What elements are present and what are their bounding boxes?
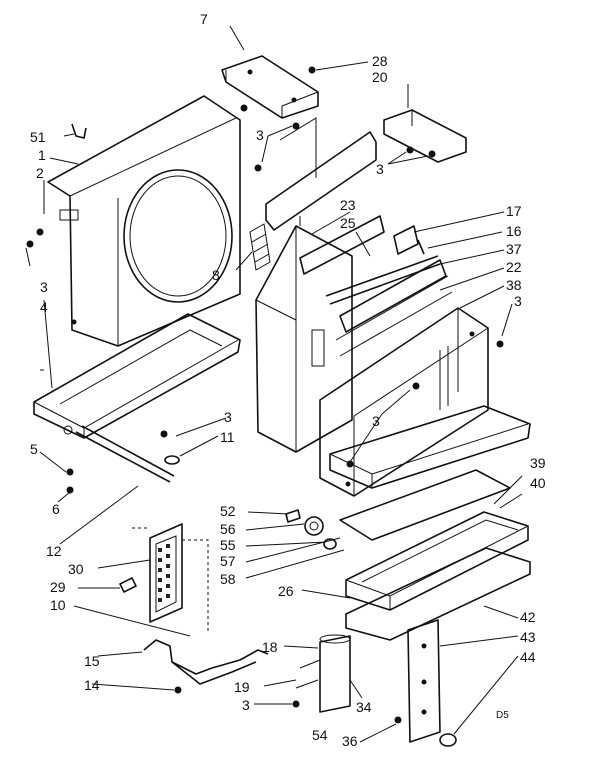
label-16: 16 xyxy=(506,223,522,239)
tray-part xyxy=(345,511,529,611)
label-39: 39 xyxy=(530,455,546,471)
label-19: 19 xyxy=(234,679,250,695)
label-36: 36 xyxy=(342,733,358,749)
label-20: 20 xyxy=(372,69,388,85)
label-10: 10 xyxy=(50,597,66,613)
cabinet-frame-part xyxy=(319,307,489,497)
label-11: 11 xyxy=(220,429,235,445)
label-25: 25 xyxy=(340,215,356,231)
clip-part xyxy=(71,123,87,139)
rod-part xyxy=(325,255,441,305)
label-37: 37 xyxy=(506,241,522,257)
label-30: 30 xyxy=(68,561,84,577)
label-29: 29 xyxy=(50,579,66,595)
label-40: 40 xyxy=(530,475,546,491)
label-14: 14 xyxy=(84,677,100,693)
label-42: 42 xyxy=(520,609,536,625)
label-12: 12 xyxy=(46,543,62,559)
cover-plate-part xyxy=(339,469,511,541)
label-6: 6 xyxy=(52,501,60,517)
label-34: 34 xyxy=(356,699,372,715)
partition-part xyxy=(255,215,453,453)
capacitor-part xyxy=(295,634,351,713)
label-43: 43 xyxy=(520,629,536,645)
label-54: 54 xyxy=(312,727,328,743)
drain-tube-part xyxy=(75,425,175,483)
wire-harness-part xyxy=(143,639,269,685)
label-28: 28 xyxy=(372,53,388,69)
label-3-bracket: 3 xyxy=(376,161,384,177)
screws xyxy=(26,66,504,724)
label-1: 1 xyxy=(38,147,46,163)
label-3-right: 3 xyxy=(514,293,522,309)
label-58: 58 xyxy=(220,571,236,587)
filter-grille-part xyxy=(132,523,209,632)
grille-piece-part xyxy=(249,223,271,271)
drain-pan-part xyxy=(329,405,531,489)
baffle-plate-part xyxy=(265,117,377,231)
label-52: 52 xyxy=(220,503,236,519)
label-44: 44 xyxy=(520,649,536,665)
label-26: 26 xyxy=(278,583,294,599)
base-plate-part xyxy=(345,547,531,641)
motor-hardware-part xyxy=(285,509,337,550)
label-7: 7 xyxy=(200,11,208,27)
label-55: 55 xyxy=(220,537,236,553)
label-18: 18 xyxy=(262,639,278,655)
leader-lines xyxy=(25,25,523,743)
label-38: 38 xyxy=(506,277,522,293)
label-3-left: 3 xyxy=(40,279,48,295)
label-2: 2 xyxy=(36,165,44,181)
label-23: 23 xyxy=(340,197,356,213)
label-4: 4 xyxy=(40,299,48,315)
label-3-mid: 3 xyxy=(224,409,232,425)
top-bracket-part xyxy=(221,55,319,119)
label-3-bottom: 3 xyxy=(242,697,250,713)
label-56: 56 xyxy=(220,521,236,537)
shroud-panel-part xyxy=(47,95,241,347)
diagram-code: D5 xyxy=(496,710,509,721)
control-panel-part xyxy=(407,619,441,743)
clip-16-part xyxy=(417,239,425,255)
label-5: 5 xyxy=(30,441,38,457)
base-pan-part xyxy=(33,313,241,439)
support-part xyxy=(393,225,419,255)
label-3-center: 3 xyxy=(372,413,380,429)
side-bracket-part xyxy=(383,109,467,163)
label-57: 57 xyxy=(220,553,236,569)
label-17: 17 xyxy=(506,203,522,219)
label-22: 22 xyxy=(506,259,522,275)
label-51: 51 xyxy=(30,129,46,145)
label-8: 8 xyxy=(212,267,220,283)
knob-part xyxy=(439,733,457,747)
part-labels: 7 28 20 51 1 2 3 3 3 4 8 23 25 17 16 37 … xyxy=(30,11,546,749)
label-15: 15 xyxy=(84,653,100,669)
label-3-top: 3 xyxy=(256,127,264,143)
